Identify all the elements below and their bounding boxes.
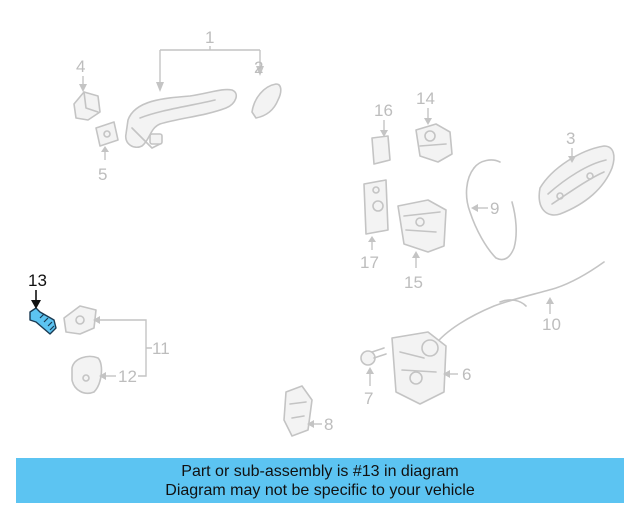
banner-line-2: Diagram may not be specific to your vehi… [165,481,475,499]
svg-text:2: 2 [254,58,263,77]
svg-text:10: 10 [542,315,561,334]
part-1-outer-handle [124,88,238,149]
part-10-cable: 10 [433,261,605,347]
svg-text:17: 17 [360,253,379,272]
svg-text:8: 8 [324,415,333,434]
callout-11-12: 11 12 [93,316,170,386]
svg-text:3: 3 [566,129,575,148]
part-9-cable: 9 [465,159,517,261]
parts-diagram: 1 2 4 5 16 14 [28,28,615,437]
part-13-bolt[interactable] [29,307,57,335]
part-8-bracket: 8 [283,385,333,437]
svg-text:11: 11 [152,339,170,358]
svg-text:4: 4 [76,57,85,76]
part-6-latch: 6 [391,331,471,405]
svg-text:1: 1 [205,28,214,47]
part-16-seal: 16 [371,101,393,165]
svg-text:5: 5 [98,165,107,184]
part-11-upper-pad [63,305,97,335]
callout-1: 1 [156,28,264,92]
part-15-bracket: 15 [397,199,447,292]
part-12-lower-pad [71,355,103,395]
part-4-bracket: 4 [73,57,101,121]
svg-text:13: 13 [28,271,47,290]
svg-text:14: 14 [416,89,435,108]
part-14-actuator: 14 [415,89,453,163]
part-17-plate: 17 [360,179,389,272]
svg-text:7: 7 [364,389,373,408]
svg-text:9: 9 [490,199,499,218]
callout-13: 13 [28,271,47,309]
svg-text:12: 12 [118,367,137,386]
svg-text:16: 16 [374,101,393,120]
part-2-handle-cap: 2 [251,58,282,119]
part-5-pad: 5 [95,121,119,184]
svg-text:6: 6 [462,365,471,384]
part-3-inner-handle: 3 [538,129,615,216]
info-banner: Part or sub-assembly is #13 in diagram D… [16,458,624,503]
part-7-screw: 7 [360,347,387,408]
svg-text:15: 15 [404,273,423,292]
banner-line-1: Part or sub-assembly is #13 in diagram [181,462,459,480]
